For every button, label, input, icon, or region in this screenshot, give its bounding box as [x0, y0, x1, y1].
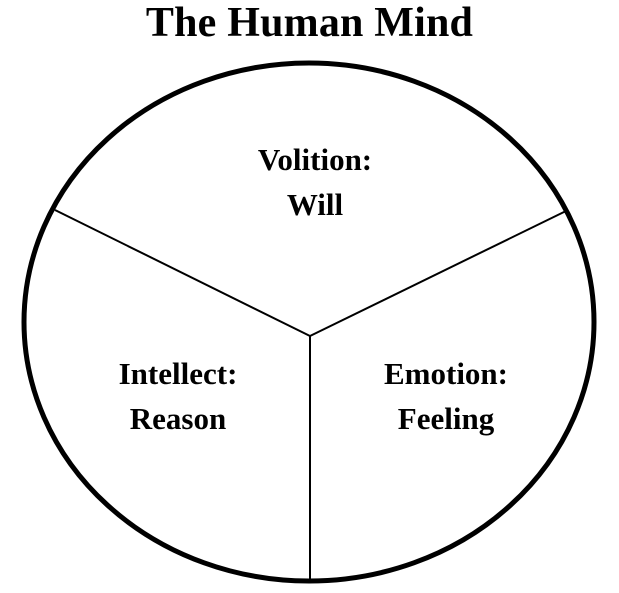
segment-emotion-subheading: Feeling	[397, 401, 495, 436]
segment-intellect-heading: Intellect:	[118, 356, 238, 391]
segment-emotion: Emotion: Feeling	[336, 351, 556, 441]
segment-volition: Volition: Will	[205, 137, 425, 227]
diagram-title: The Human Mind	[145, 0, 474, 46]
segment-intellect: Intellect: Reason	[68, 351, 288, 441]
segment-volition-subheading: Will	[286, 187, 344, 222]
segment-volition-heading: Volition:	[257, 142, 373, 177]
divider-right	[309, 210, 567, 337]
segment-intellect-subheading: Reason	[129, 401, 227, 436]
divider-left	[54, 209, 311, 337]
segment-emotion-heading: Emotion:	[384, 356, 508, 391]
mind-circle	[21, 60, 597, 584]
